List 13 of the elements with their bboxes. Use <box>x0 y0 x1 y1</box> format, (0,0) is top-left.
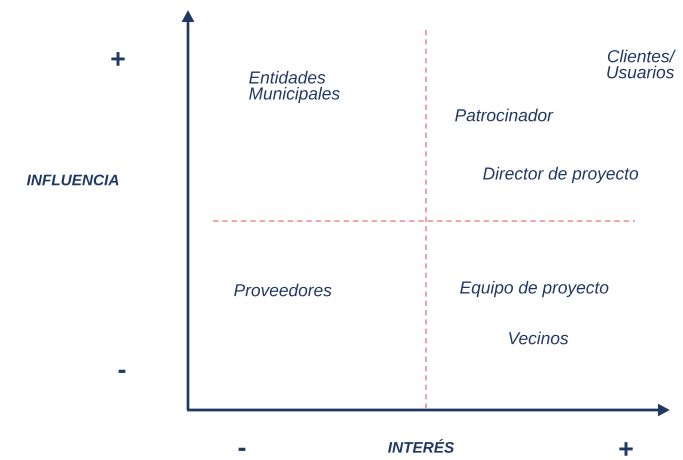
axis-label: INFLUENCIA <box>26 174 118 186</box>
stakeholder-label: Entidades Municipales <box>249 70 340 104</box>
stakeholder-label: Proveedores <box>234 284 332 296</box>
stakeholder-label: Vecinos <box>509 332 568 344</box>
stakeholder-label: Clientes/ Usuarios <box>607 50 676 78</box>
sign-label: + <box>619 442 633 456</box>
axis-label: INTERÉS <box>388 439 454 453</box>
stakeholder-label: Patrocinador <box>455 108 554 122</box>
sign-label: - <box>238 448 246 451</box>
stakeholder-label: Equipo de proyecto <box>460 280 608 298</box>
stakeholder-label: Director de proyecto <box>483 166 638 184</box>
sign-label: + <box>111 52 125 66</box>
sign-label: - <box>118 370 126 373</box>
